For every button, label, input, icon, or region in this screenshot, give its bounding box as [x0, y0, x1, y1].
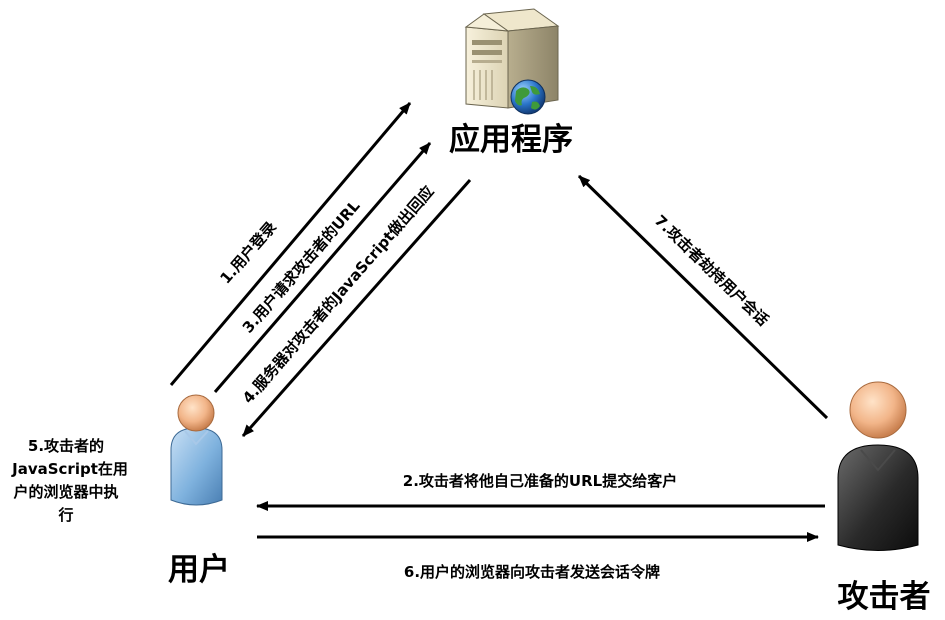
- user-label: 用户: [168, 552, 230, 588]
- arrow-step-3: [213, 142, 432, 393]
- step-7-label: 7.攻击者劫持用户会话: [651, 211, 772, 329]
- arrow-step-1: [169, 102, 412, 386]
- attacker-label: 攻击者: [838, 579, 931, 615]
- step-2-label: 2.攻击者将他自己准备的URL提交给客户: [403, 472, 677, 490]
- step-5-note-line-3: 户的浏览器中执: [13, 483, 118, 501]
- step-3-label: 3.用户请求攻击者的URL: [239, 197, 364, 337]
- arrow-step-4: [241, 179, 472, 437]
- step-1-label: 1.用户登录: [216, 218, 280, 287]
- step-5-note-line-1: 5.攻击者的: [28, 437, 104, 455]
- arrow-step-7: [577, 174, 829, 420]
- step-5-note-line-2: JavaScript在用: [11, 460, 128, 478]
- server-globe-icon: [464, 8, 560, 115]
- step-6-label: 6.用户的浏览器向攻击者发送会话令牌: [404, 563, 660, 581]
- server-label: 应用程序: [449, 122, 573, 158]
- attacker-icon: [837, 381, 919, 551]
- user-icon: [170, 394, 223, 506]
- step-5-note-line-4: 行: [57, 506, 73, 524]
